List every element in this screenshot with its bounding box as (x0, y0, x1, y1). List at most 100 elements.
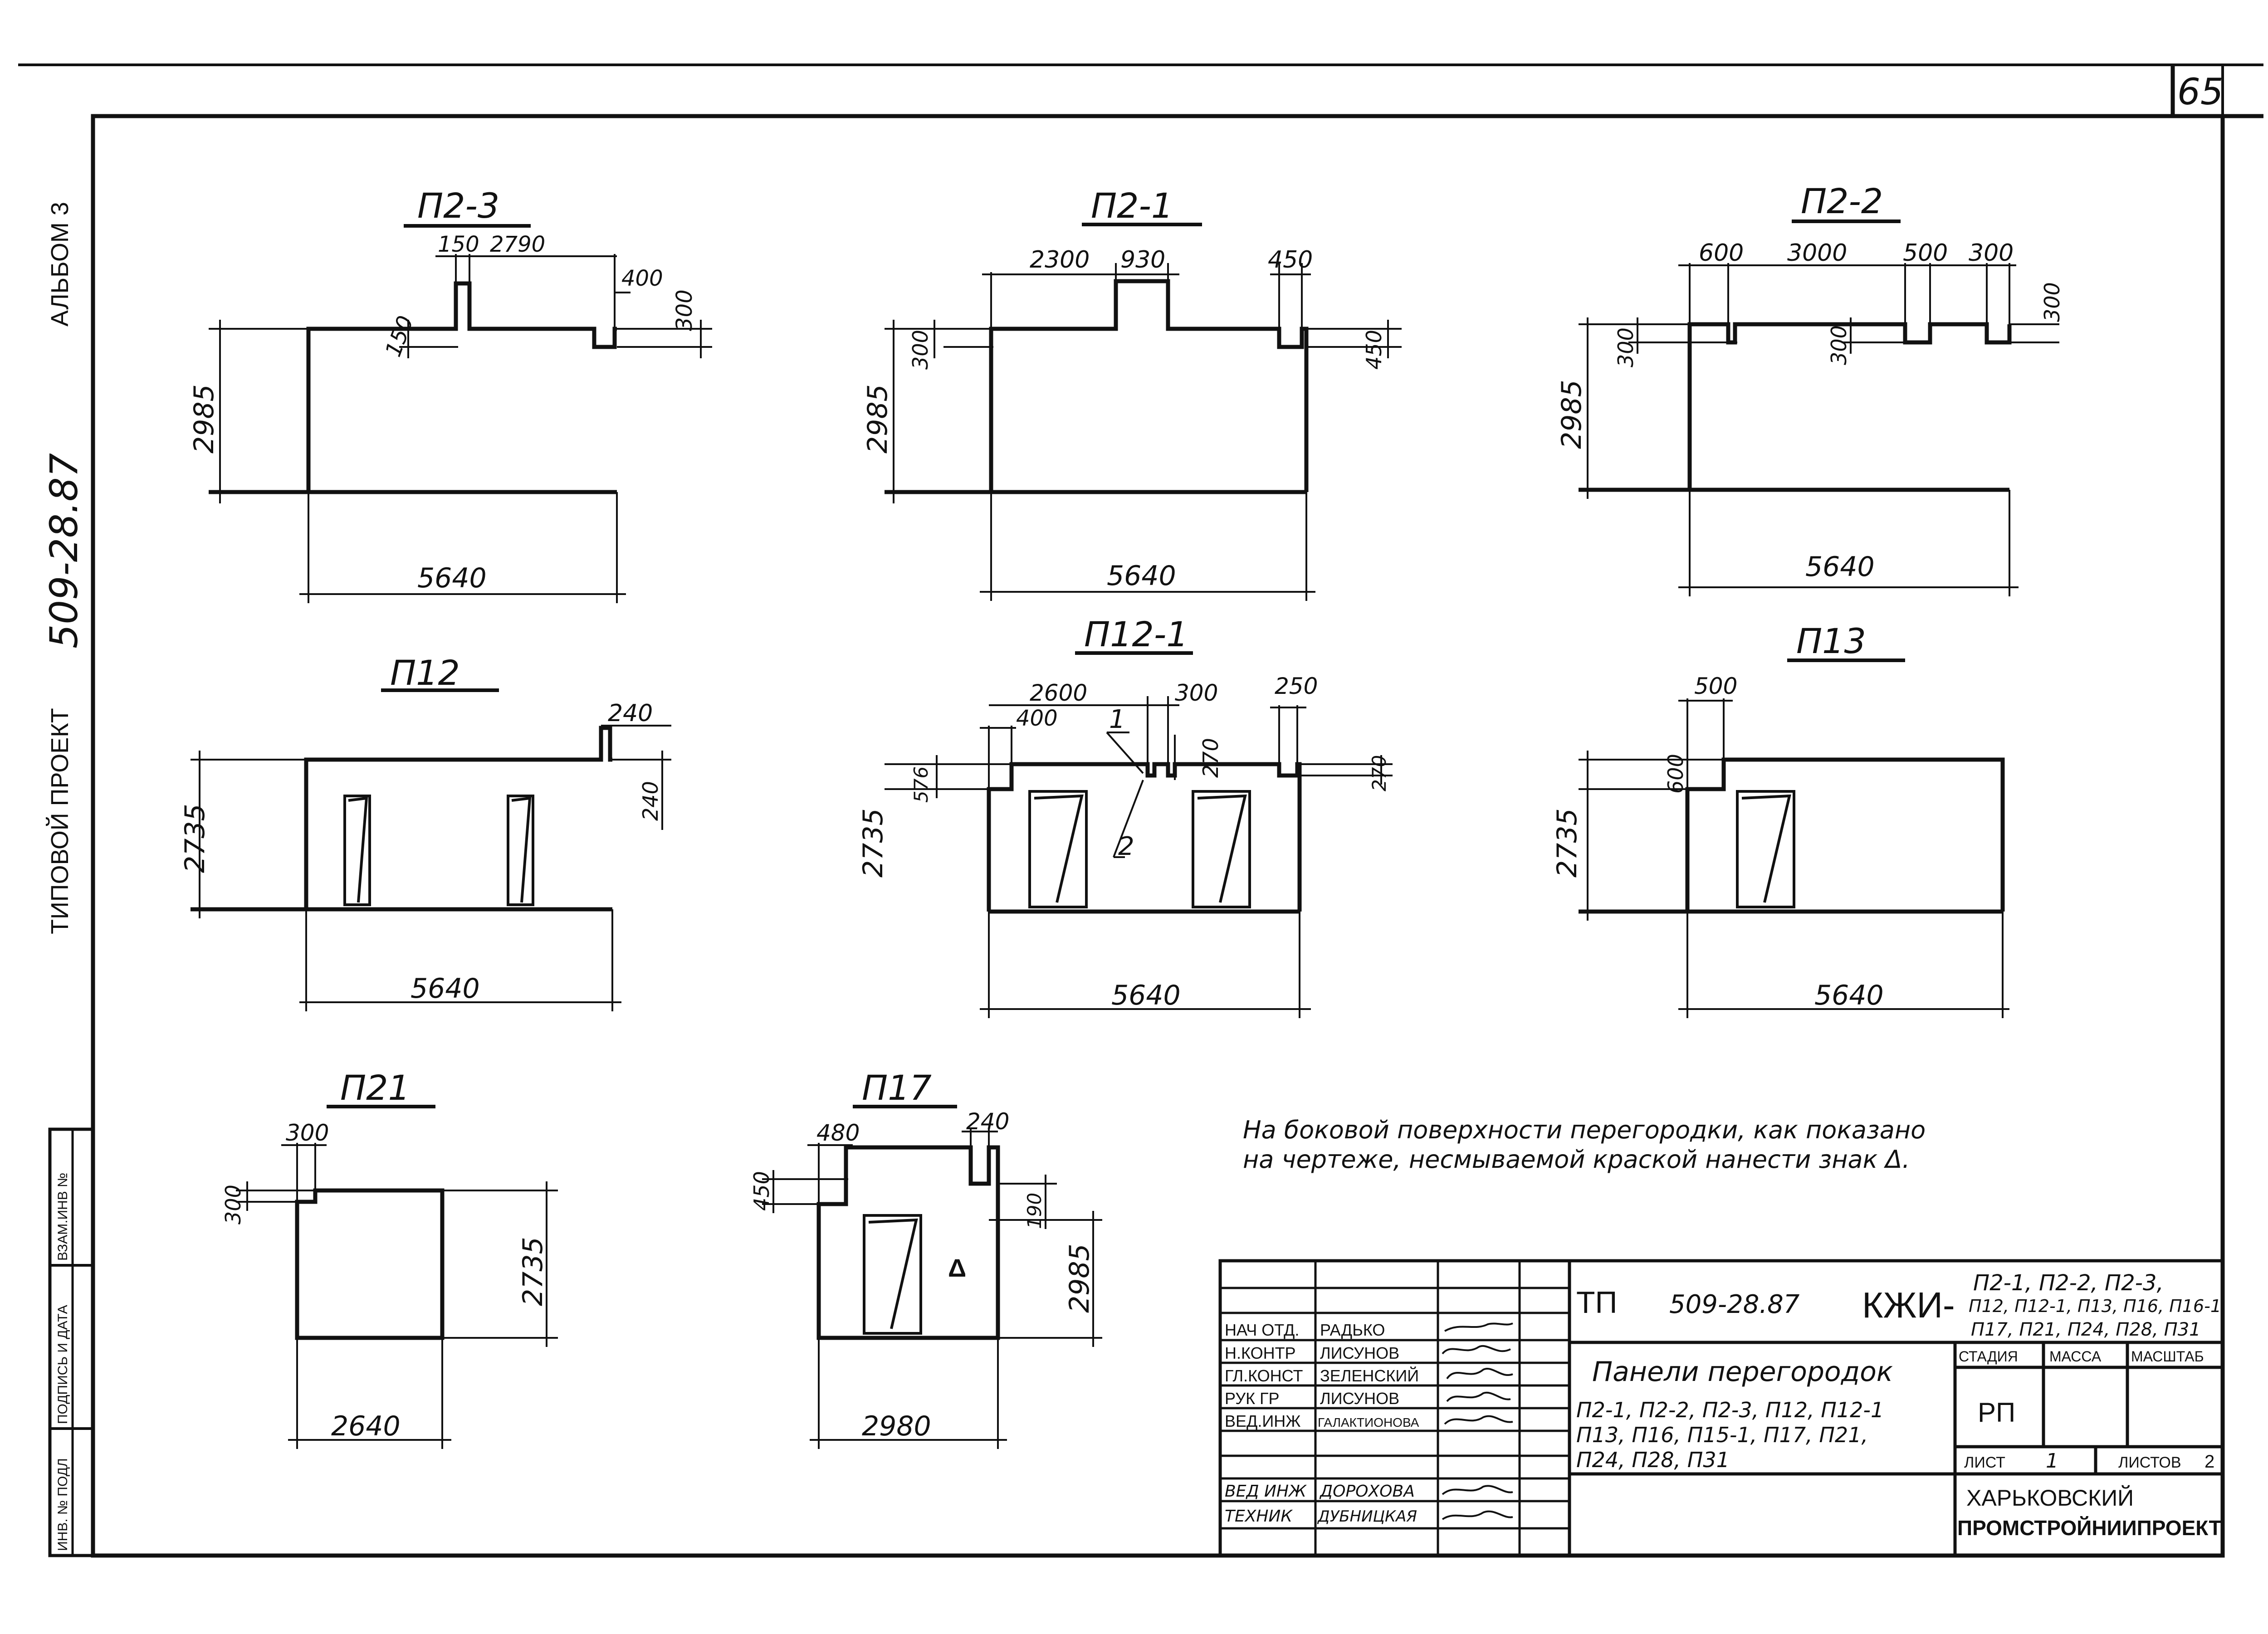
dim-label: 300 (1175, 680, 1218, 706)
dim-label: 5640 (1107, 560, 1176, 592)
dim-label: 2640 (331, 1410, 401, 1442)
panel-p17: П17 Δ 480 240 450 (749, 1068, 1102, 1449)
note-line-1: На боковой поверхности перегородки, как … (1243, 1116, 1926, 1144)
door-opening (1736, 790, 1795, 908)
role-label: ТЕХНИК (1225, 1507, 1293, 1526)
dim-label: 300 (221, 1185, 245, 1224)
dim-label: 2790 (490, 232, 545, 257)
panel-title: П12-1 (1084, 614, 1188, 654)
panel-title: П17 (862, 1068, 932, 1108)
sheet-header: ЛИСТ (1964, 1454, 2005, 1471)
mark-triangle: Δ (948, 1254, 966, 1282)
dim-label: 480 (816, 1120, 860, 1146)
dim-label: 300 (1613, 327, 1638, 367)
dim-label: 5640 (1111, 980, 1181, 1011)
stage-value: РП (1978, 1397, 2015, 1428)
panel-title: П12 (390, 653, 460, 693)
dim-label: 400 (621, 266, 663, 291)
dim-label: 240 (608, 700, 653, 727)
doc-title: Панели перегородок (1592, 1356, 1893, 1388)
dim-label: 576 (910, 766, 932, 803)
dim-label: 300 (1827, 325, 1851, 365)
panel-p21: П21 300 300 2735 2640 (221, 1068, 558, 1449)
dim-label: 2600 (1030, 680, 1087, 706)
panel-outline (1685, 757, 2005, 912)
dim-label: 450 (1362, 330, 1386, 370)
dim-label: 2985 (1064, 1244, 1095, 1313)
sheet-frame (18, 63, 2263, 1558)
callout-2: 2 (1118, 832, 1134, 861)
dim-label: 2735 (857, 808, 889, 878)
name-label: ЗЕЛЕНСКИЙ (1320, 1366, 1419, 1385)
project-code-box: 509-28.87 (1669, 1290, 1800, 1319)
doc-desc-line: П24, П28, П31 (1576, 1448, 1730, 1472)
panel-title: П2-1 (1091, 185, 1173, 226)
dim-label: 2735 (179, 804, 211, 873)
panel-title: П13 (1796, 621, 1866, 661)
stamp-original-inventory: ИНВ. № ПОДЛ (55, 1458, 70, 1551)
doc-panels-line: П2-1, П2-2, П2-3, (1973, 1270, 2164, 1296)
album-label: АЛЬБОМ 3 (46, 202, 73, 327)
dim-label: 300 (908, 330, 933, 370)
panel-title: П21 (340, 1068, 410, 1108)
scale-header: МАСШТАБ (2131, 1348, 2204, 1365)
note-line-2: на чертеже, несмываемой краской нанести … (1243, 1145, 1910, 1174)
sheets-value: 2 (2204, 1452, 2214, 1472)
dim-label: 2735 (1551, 808, 1583, 878)
door-opening (343, 795, 534, 906)
dim-label: 500 (1694, 673, 1737, 699)
callout-1: 1 (1109, 705, 1125, 734)
panel-title: П2-2 (1801, 181, 1883, 221)
dim-label: 450 (749, 1171, 774, 1211)
doc-desc-line: П2-1, П2-2, П2-3, П12, П12-1 (1576, 1398, 1884, 1422)
name-label: ДУБНИЦКАЯ (1317, 1507, 1417, 1526)
general-note: На боковой поверхности перегородки, как … (1243, 1116, 1926, 1174)
door-opening (863, 1214, 922, 1335)
dim-label: 5640 (411, 973, 480, 1005)
tp-label: ТП (1576, 1285, 1617, 1320)
dim-label: 250 (1275, 673, 1318, 699)
role-label: Н.КОНТР (1225, 1344, 1296, 1362)
dim-label: 150 (381, 312, 419, 360)
role-label: ГЛ.КОНСТ (1225, 1366, 1303, 1385)
doc-panels-line: П12, П12-1, П13, П16, П16-1, (1969, 1296, 2227, 1316)
stamp-signature-date: ПОДПИСЬ И ДАТА (55, 1305, 70, 1424)
signature-marks (1442, 1322, 1513, 1520)
doc-code: КЖИ- (1862, 1285, 1955, 1325)
dim-label: 600 (1663, 754, 1688, 794)
door-opening (1028, 790, 1251, 908)
doc-desc-line: П13, П16, П15-1, П17, П21, (1576, 1423, 1868, 1447)
dim-label: 2985 (862, 384, 894, 454)
name-label: ЛИСУНОВ (1320, 1389, 1399, 1408)
mass-header: МАССА (2049, 1348, 2102, 1365)
panel-p2-3: П2-3 150 2790 400 300 150 2985 5640 (188, 185, 712, 603)
panel-p13: П13 500 600 2735 5640 (1551, 621, 2009, 1018)
panel-outline (989, 279, 1309, 492)
dim-label: 600 (1699, 239, 1744, 267)
name-label: ДОРОХОВА (1319, 1482, 1415, 1501)
dim-label: 450 (1268, 246, 1313, 273)
dim-label: 3000 (1787, 239, 1847, 267)
name-label: РАДЬКО (1320, 1321, 1385, 1339)
sheet-value: 1 (2046, 1449, 2058, 1473)
role-label: РУК ГР (1225, 1389, 1280, 1408)
dim-label: 500 (1903, 239, 1948, 267)
stamp-replacement-inventory: ВЗАМ.ИНВ № (55, 1173, 70, 1261)
dim-label: 2985 (188, 384, 220, 454)
dim-label: 190 (1023, 1193, 1046, 1229)
dim-label: 2985 (1556, 380, 1588, 449)
panel-p12-1: П12-1 (857, 614, 1393, 1018)
role-label: ВЕД ИНЖ (1225, 1482, 1307, 1501)
dim-label: 300 (2040, 282, 2064, 322)
dim-label: 2300 (1030, 246, 1090, 273)
panel-outline (1687, 322, 2012, 490)
dim-label: 5640 (1805, 551, 1875, 583)
dim-label: 2980 (862, 1410, 931, 1442)
dim-label: 270 (1368, 755, 1390, 791)
dim-label: 5640 (1814, 980, 1884, 1011)
project-code: 509-28.87 (42, 453, 86, 649)
panel-outline (295, 1188, 445, 1340)
dim-label: 930 (1120, 246, 1165, 273)
